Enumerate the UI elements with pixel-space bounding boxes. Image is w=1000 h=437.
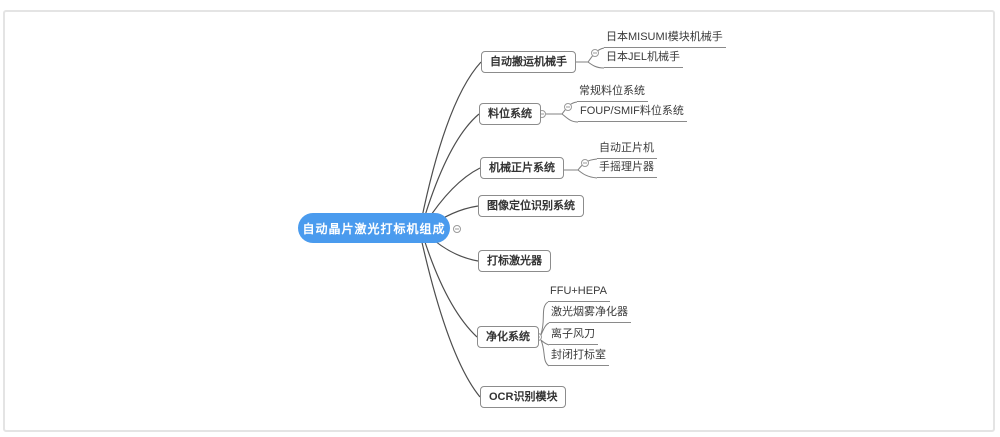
branch-topic-handling-robot[interactable]: 自动搬运机械手 (481, 51, 576, 73)
connector-root-branch5 (422, 235, 478, 338)
collapse-toggle-branch1-children[interactable] (564, 103, 572, 111)
branch-topic-vision-positioning-system[interactable]: 图像定位识别系统 (478, 195, 584, 217)
subtopic-enclosed-marking-chamber[interactable]: 封闭打标室 (549, 349, 609, 366)
subtopic-smoke-purifier[interactable]: 激光烟雾净化器 (549, 306, 631, 323)
collapse-toggle-branch2-children[interactable] (581, 159, 589, 167)
collapse-toggle-branch0-children[interactable] (591, 49, 599, 57)
subtopic-auto-aligner[interactable]: 自动正片机 (597, 142, 657, 159)
connector-root-branch1 (422, 113, 480, 223)
subtopic-standard-material-level[interactable]: 常规料位系统 (577, 85, 648, 102)
branch-topic-marking-laser[interactable]: 打标激光器 (478, 250, 551, 272)
branch-topic-material-level-system[interactable]: 料位系统 (479, 103, 541, 125)
subtopic-foup-smif[interactable]: FOUP/SMIF料位系统 (578, 105, 687, 122)
connector-branch0-child1 (587, 61, 605, 69)
connector-root-branch0 (420, 61, 482, 223)
connector-branch5-child0 (540, 301, 549, 335)
root-topic[interactable]: 自动晶片激光打标机组成 (298, 213, 450, 243)
connector-branch2-child1 (577, 169, 598, 179)
subtopic-jel-robot[interactable]: 日本JEL机械手 (604, 51, 683, 68)
branch-topic-purification-system[interactable]: 净化系统 (477, 326, 539, 348)
subtopic-manual-aligner[interactable]: 手摇理片器 (597, 161, 657, 178)
subtopic-ion-air-knife[interactable]: 离子风刀 (549, 328, 598, 345)
subtopic-ffu-hepa[interactable]: FFU+HEPA (548, 285, 610, 302)
collapse-toggle-root[interactable] (453, 225, 461, 233)
connector-branch5-child1 (540, 322, 550, 336)
subtopic-misumi-robot[interactable]: 日本MISUMI模块机械手 (604, 31, 726, 48)
branch-topic-wafer-aligner-system[interactable]: 机械正片系统 (480, 157, 564, 179)
connector-root-branch6 (420, 237, 481, 398)
connector-branch5-child3 (540, 339, 550, 367)
canvas-frame (3, 10, 995, 432)
connector-branch1-child1 (561, 113, 579, 123)
branch-topic-ocr-module[interactable]: OCR识别模块 (480, 386, 567, 408)
